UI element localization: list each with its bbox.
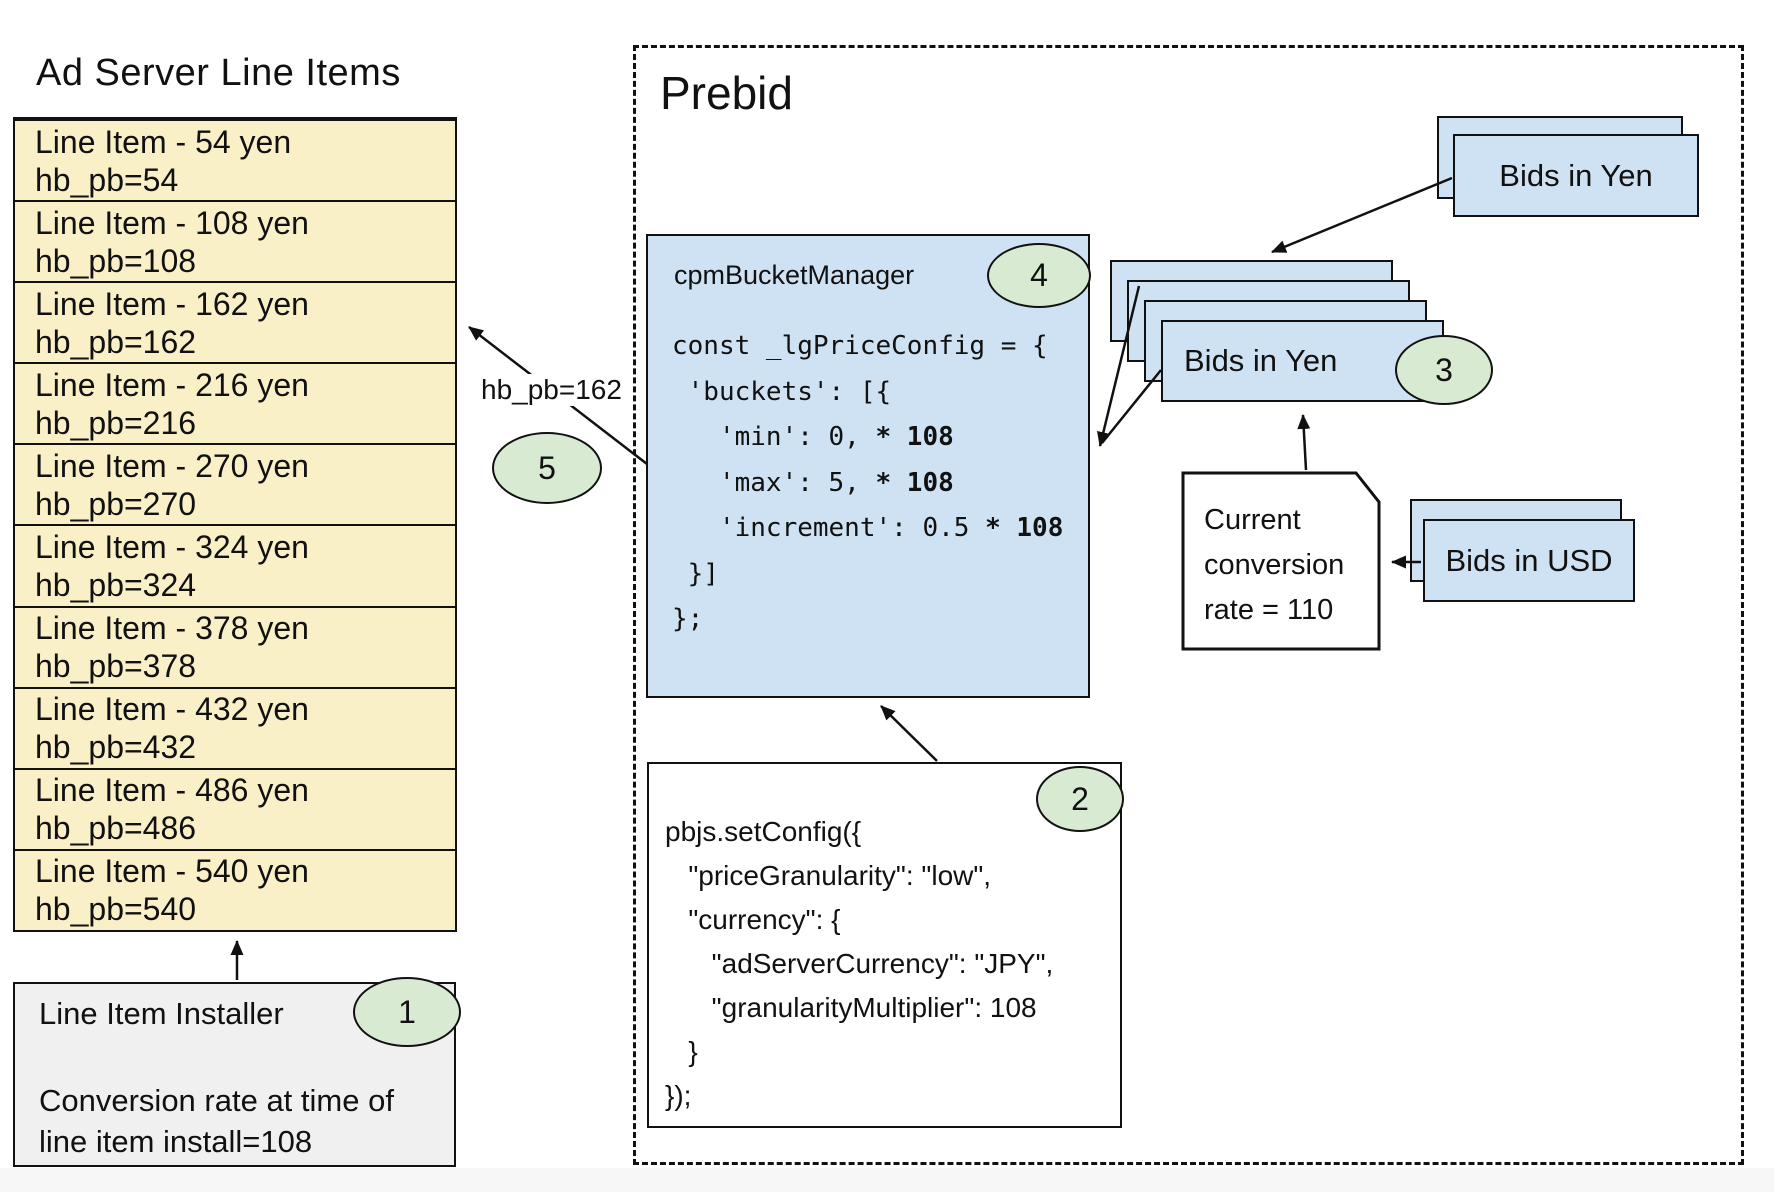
line-item-title: Line Item - 432 yen — [35, 691, 309, 728]
line-item-row: Line Item - 54 yen hb_pb=54 — [15, 119, 455, 200]
line-item-title: Line Item - 162 yen — [35, 285, 309, 322]
line-item-hbpb: hb_pb=216 — [35, 404, 197, 441]
step-badge-3: 3 — [1395, 335, 1493, 405]
line-item-row: Line Item - 324 yen hb_pb=324 — [15, 524, 455, 605]
cpm-bucket-manager-code: const _lgPriceConfig = { 'buckets': [{ '… — [672, 324, 1063, 643]
bids-usd-label: Bids in USD — [1445, 542, 1613, 578]
code-text: "granularityMultiplier": 108 — [665, 992, 1037, 1023]
conversion-note-text: Current conversion rate = 110 — [1204, 504, 1345, 626]
pbjs-setconfig-box: pbjs.setConfig({ "priceGranularity": "lo… — [647, 762, 1122, 1128]
code-text: "adServerCurrency": "JPY", — [665, 948, 1054, 979]
code-text: 'min': 0, — [672, 422, 876, 452]
line-items-table: Line Item - 54 yen hb_pb=54 Line Item - … — [13, 117, 457, 932]
step-badge-5: 5 — [492, 432, 602, 504]
line-item-title: Line Item - 54 yen — [35, 123, 292, 160]
ad-server-title: Ad Server Line Items — [36, 52, 401, 94]
line-item-title: Line Item - 108 yen — [35, 204, 309, 241]
code-text: pbjs.setConfig({ — [665, 816, 862, 847]
step-badge-2: 2 — [1036, 766, 1124, 832]
line-item-hbpb: hb_pb=162 — [35, 323, 197, 360]
note-polygon — [1181, 471, 1381, 651]
line-item-hbpb: hb_pb=54 — [35, 161, 179, 198]
line-item-row: Line Item - 216 yen hb_pb=216 — [15, 362, 455, 443]
code-text: }; — [672, 604, 704, 634]
step-badge-1: 1 — [353, 977, 461, 1047]
code-text: }] — [672, 558, 719, 589]
code-line: 'increment': 0.5 * 108 — [672, 506, 1063, 552]
code-text-bold: * 108 — [875, 422, 954, 452]
code-line: } — [665, 1030, 1053, 1074]
line-item-hbpb: hb_pb=378 — [35, 648, 197, 685]
bids-yen-stack-label: Bids in Yen — [1184, 343, 1338, 378]
code-text: }); — [665, 1080, 692, 1111]
installer-title: Line Item Installer — [39, 996, 284, 1031]
line-item-row: Line Item - 108 yen hb_pb=108 — [15, 200, 455, 281]
code-text: "priceGranularity": "low", — [665, 860, 992, 891]
line-item-hbpb: hb_pb=540 — [35, 891, 197, 928]
code-line: "granularityMultiplier": 108 — [665, 986, 1053, 1030]
cpm-bucket-manager-label: cpmBucketManager — [674, 260, 915, 290]
line-item-title: Line Item - 270 yen — [35, 447, 309, 484]
installer-body: Conversion rate at time of line item ins… — [39, 1083, 394, 1159]
line-item-hbpb: hb_pb=486 — [35, 810, 197, 847]
code-line: pbjs.setConfig({ — [665, 810, 1053, 854]
code-line: "priceGranularity": "low", — [665, 854, 1053, 898]
code-text-bold: * 108 — [875, 467, 954, 498]
line-item-row: Line Item - 540 yen hb_pb=540 — [15, 848, 455, 930]
pbjs-setconfig-code: pbjs.setConfig({ "priceGranularity": "lo… — [665, 810, 1053, 1118]
code-line: 'max': 5, * 108 — [672, 461, 1063, 507]
line-item-row: Line Item - 270 yen hb_pb=270 — [15, 443, 455, 524]
line-item-row: Line Item - 432 yen hb_pb=432 — [15, 686, 455, 768]
code-text: } — [665, 1036, 698, 1067]
line-item-title: Line Item - 540 yen — [35, 853, 309, 890]
page-bottom-strip — [0, 1168, 1774, 1192]
code-line: const _lgPriceConfig = { — [672, 324, 1063, 370]
line-item-title: Line Item - 324 yen — [35, 529, 309, 566]
code-text: 'increment': 0.5 — [672, 513, 986, 543]
line-item-title: Line Item - 216 yen — [35, 366, 309, 403]
line-item-title: Line Item - 378 yen — [35, 610, 309, 647]
line-item-row: Line Item - 162 yen hb_pb=162 — [15, 281, 455, 362]
code-line: "currency": { — [665, 898, 1053, 942]
code-text: 'max': 5, — [672, 467, 876, 498]
line-item-hbpb: hb_pb=432 — [35, 729, 197, 766]
step-badge-4: 4 — [987, 243, 1091, 308]
conversion-note-shape — [1181, 471, 1381, 651]
line-item-row: Line Item - 378 yen hb_pb=378 — [15, 605, 455, 687]
code-line: }] — [672, 552, 1063, 598]
code-text: "currency": { — [665, 904, 841, 935]
line-item-hbpb: hb_pb=270 — [35, 485, 197, 522]
prebid-container — [633, 45, 1744, 1165]
code-line: }); — [665, 1074, 1053, 1118]
code-text: const _lgPriceConfig = { — [672, 331, 1048, 361]
prebid-title: Prebid — [660, 67, 793, 119]
code-line: "adServerCurrency": "JPY", — [665, 942, 1054, 986]
bids-yen-top-label: Bids in Yen — [1499, 157, 1653, 193]
code-text-bold: * 108 — [985, 513, 1064, 543]
code-line: 'buckets': [{ — [672, 370, 1063, 416]
hb-pb-arrow-label: hb_pb=162 — [478, 374, 625, 406]
bids-usd-card-front: Bids in USD — [1423, 519, 1635, 602]
cpm-bucket-manager-box: cpmBucketManager const _lgPriceConfig = … — [646, 234, 1090, 698]
code-text: 'buckets': [{ — [672, 376, 892, 407]
code-line: 'min': 0, * 108 — [672, 415, 1063, 461]
line-item-title: Line Item - 486 yen — [35, 772, 309, 809]
line-item-hbpb: hb_pb=324 — [35, 567, 197, 604]
line-item-hbpb: hb_pb=108 — [35, 242, 197, 279]
code-line: }; — [672, 597, 1063, 643]
bids-yen-top-card-front: Bids in Yen — [1453, 134, 1699, 217]
line-item-row: Line Item - 486 yen hb_pb=486 — [15, 767, 455, 849]
